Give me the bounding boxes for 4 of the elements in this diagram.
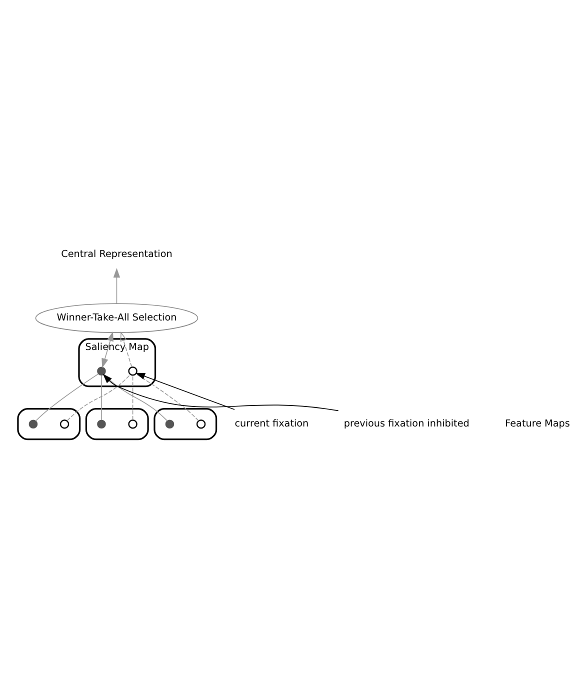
node-text: current fixation xyxy=(234,418,309,430)
label: Feature Maps xyxy=(505,418,570,430)
node-text: Central Representation xyxy=(61,248,172,260)
node-text: previous fixation inhibited xyxy=(344,418,470,430)
